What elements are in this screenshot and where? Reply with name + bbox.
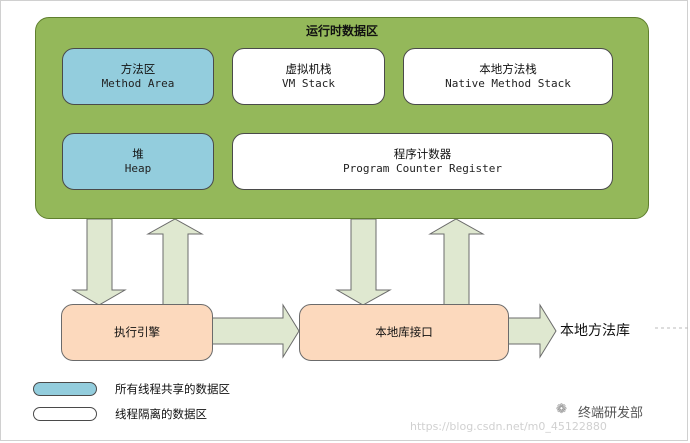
arrow-up-from-interface [428,218,485,306]
pc-register-zh: 程序计数器 [393,147,452,161]
vm-stack-box: 虚拟机栈 VM Stack [232,48,385,105]
method-area-zh: 方法区 [120,62,156,76]
vm-stack-zh: 虚拟机栈 [285,62,332,76]
arrow-up-from-engine [146,218,204,306]
runtime-data-area-title: 运行时数据区 [305,24,378,38]
arrow-interface-to-library [507,303,557,359]
execution-engine-box: 执行引擎 [61,304,213,361]
native-interface-box: 本地库接口 [299,304,509,361]
arrow-down-to-interface [335,218,392,306]
native-method-stack-box: 本地方法栈 Native Method Stack [403,48,613,105]
native-method-stack-zh: 本地方法栈 [479,62,537,76]
watermark-brand: 终端研发部 [578,406,644,421]
heap-en: Heap [124,162,152,175]
execution-engine-label: 执行引擎 [114,325,160,339]
method-area-en: Method Area [101,77,175,90]
pc-register-box: 程序计数器 Program Counter Register [232,133,613,190]
native-method-stack-en: Native Method Stack [445,77,571,90]
watermark-url: https://blog.csdn.net/m0_45122880 [410,420,607,433]
wechat-icon: ❁ [556,402,567,417]
arrow-down-to-engine [71,218,127,306]
legend-label-shared: 所有线程共享的数据区 [115,382,230,396]
native-interface-label: 本地库接口 [375,325,433,339]
legend-swatch-isolated [33,407,97,421]
vm-stack-en: VM Stack [282,77,335,90]
pc-register-en: Program Counter Register [343,162,502,175]
heap-zh: 堆 [132,147,144,161]
method-area-box: 方法区 Method Area [62,48,214,105]
legend-label-isolated: 线程隔离的数据区 [115,407,207,421]
native-library-label: 本地方法库 [560,323,630,339]
heap-box: 堆 Heap [62,133,214,190]
legend-swatch-shared [33,382,97,396]
arrow-engine-to-interface [211,303,300,359]
